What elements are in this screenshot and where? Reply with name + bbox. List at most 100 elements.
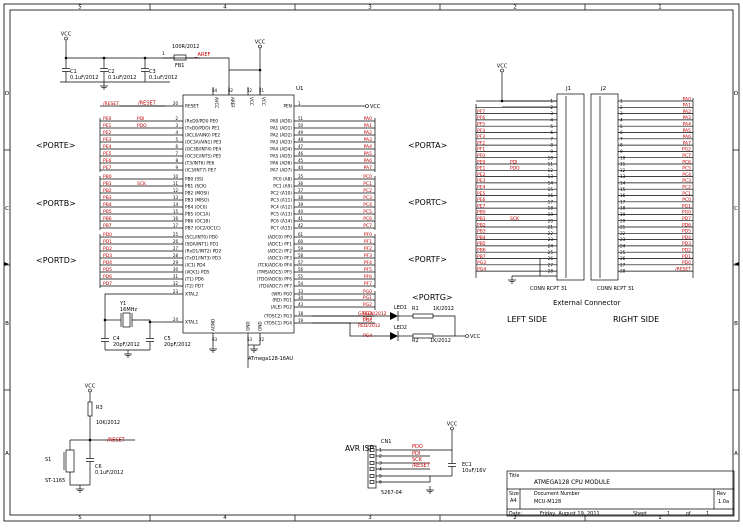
pin-name: (TMS/ADC5) PF5 bbox=[257, 270, 292, 276]
net-label: PF7 bbox=[364, 281, 372, 287]
net-label: PB3 bbox=[103, 195, 112, 201]
pin-number: 43 bbox=[298, 302, 304, 307]
pin-name: PB3 (MISO) bbox=[185, 198, 209, 204]
isp-ref: CN1 bbox=[381, 439, 391, 445]
net-label: PF0 bbox=[477, 153, 485, 159]
pin-number: 20 bbox=[173, 101, 179, 106]
port-label: <PORTC> bbox=[408, 198, 448, 207]
pin-name: AGND bbox=[211, 319, 216, 331]
connector-j1-body bbox=[556, 93, 585, 281]
cap-value: 0.1uF/2012 bbox=[149, 75, 177, 81]
cap-value: 10uF/16V bbox=[462, 468, 486, 474]
net-label: PG1 bbox=[682, 203, 691, 209]
switch-body bbox=[65, 449, 75, 473]
pin-name: PC2 (A10) bbox=[271, 191, 293, 197]
pin-number: 28 bbox=[173, 253, 179, 258]
pin-number: 9 bbox=[175, 165, 178, 170]
cap-ref: C6 bbox=[95, 464, 102, 470]
net-label: PG0 bbox=[363, 289, 372, 295]
pin-number: 18 bbox=[298, 311, 304, 316]
net-label: PD0 bbox=[103, 232, 112, 238]
net-label: PD7 bbox=[682, 216, 691, 222]
net-label: PD5 bbox=[682, 229, 691, 235]
pin-name: PC3 (A11) bbox=[271, 198, 293, 204]
frame-row-label: D bbox=[734, 91, 738, 97]
pin-number: 33 bbox=[298, 289, 304, 294]
frame-col-label: 3 bbox=[368, 515, 372, 521]
vcc-symbol bbox=[450, 426, 454, 431]
led-ref: LED2 bbox=[394, 325, 407, 331]
net-label: PE6 bbox=[103, 158, 112, 164]
alias-label: SCK bbox=[137, 181, 147, 187]
net-label: PB1 bbox=[103, 181, 112, 187]
frame-col-label: 1 bbox=[658, 5, 662, 11]
net-label: PB4 bbox=[477, 235, 486, 241]
net-label: PA6 bbox=[364, 158, 373, 164]
net-label: PG1 bbox=[363, 295, 372, 301]
net-label: PA1 bbox=[364, 123, 373, 129]
net-label: PE1 bbox=[103, 123, 112, 129]
pin-name: VCC bbox=[261, 97, 266, 106]
pin-number: 56 bbox=[298, 267, 304, 272]
xtal2-wire bbox=[104, 293, 165, 330]
port-label: <PORTG> bbox=[412, 293, 453, 302]
pin-name: VCC bbox=[249, 97, 254, 106]
led-triangle bbox=[390, 332, 398, 340]
pin-number: 6 bbox=[620, 130, 623, 135]
net-label: PE2 bbox=[477, 172, 486, 178]
net-label: PG3 bbox=[363, 311, 372, 317]
pin-name: (ALE) PG2 bbox=[271, 305, 293, 311]
pin-number: 34 bbox=[298, 295, 304, 300]
net-label: PB7 bbox=[103, 223, 112, 229]
pin-number: 50 bbox=[298, 123, 304, 128]
crystal-body bbox=[122, 312, 131, 328]
pin-number: 54 bbox=[298, 281, 304, 286]
net-label: PA4 bbox=[683, 122, 692, 128]
pin-number: 13 bbox=[548, 174, 554, 179]
res-ref: R3 bbox=[96, 405, 103, 411]
net-label: PE4 bbox=[103, 144, 112, 150]
ferrite-bead bbox=[173, 54, 187, 61]
pin-name: PA3 (AD3) bbox=[270, 140, 292, 146]
pin-number: 7 bbox=[620, 136, 623, 141]
pin-name: PB5 (OC1A) bbox=[185, 212, 210, 218]
cap-ref: C5 bbox=[164, 336, 171, 342]
net-label: PB1 bbox=[477, 216, 486, 222]
led-triangle bbox=[390, 312, 398, 320]
led-value: GREEN/2012 bbox=[358, 311, 387, 317]
pin-name: GND bbox=[258, 321, 263, 331]
pin-name: (RD) PG1 bbox=[272, 298, 292, 304]
net-label: PE7 bbox=[103, 165, 112, 171]
pin-name: PB7 (OC2/OC1C) bbox=[185, 226, 221, 232]
net-label: PA0 bbox=[683, 96, 692, 102]
connector-ref: J1 bbox=[565, 86, 571, 92]
net-label: PD2 bbox=[682, 248, 691, 254]
pin-number: 42 bbox=[298, 223, 304, 228]
pin-number: 13 bbox=[620, 174, 626, 179]
size-label: Size bbox=[509, 491, 519, 497]
pin-number: 6 bbox=[379, 480, 382, 486]
pin-number: 40 bbox=[298, 209, 304, 214]
pin-number: 7 bbox=[550, 136, 553, 141]
vcc-label-j1: VCC bbox=[497, 64, 508, 70]
connector-title: External Connector bbox=[553, 299, 620, 307]
pin-number: 16 bbox=[173, 216, 179, 221]
date-label: Date: bbox=[509, 511, 522, 517]
net-label: PD6 bbox=[103, 274, 112, 280]
pin-number: 55 bbox=[298, 274, 304, 279]
pin-number: 12 bbox=[173, 188, 179, 193]
cap-ref: C4 bbox=[113, 336, 120, 342]
net-label: PF3 bbox=[477, 134, 485, 140]
junction-dot bbox=[500, 99, 504, 103]
pin-number: 39 bbox=[298, 202, 304, 207]
pin-number: 4 bbox=[175, 130, 178, 135]
pin-name: PB4 (OC0) bbox=[185, 205, 207, 211]
pin-number: 38 bbox=[298, 195, 304, 200]
pin-number: 5 bbox=[550, 124, 553, 129]
pin-number: 25 bbox=[173, 232, 179, 237]
mcu-ref: U1 bbox=[296, 86, 304, 92]
avcc-wire bbox=[186, 57, 230, 95]
isp-value: 5267-04 bbox=[381, 490, 402, 496]
pin-name: PB1 (SCK) bbox=[185, 184, 207, 190]
